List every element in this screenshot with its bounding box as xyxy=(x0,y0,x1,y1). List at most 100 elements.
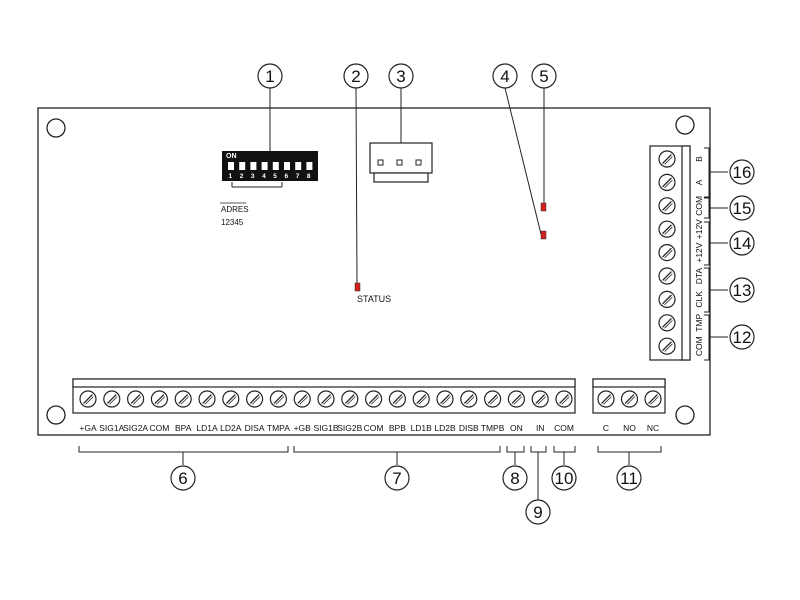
led-5-icon xyxy=(540,202,547,212)
callout-number: 1 xyxy=(265,67,274,86)
dip-toggle-icon xyxy=(272,162,279,170)
callout-15: 15 xyxy=(729,195,755,221)
screw-terminal-icon xyxy=(644,390,662,408)
dip-position-label: 6 xyxy=(285,173,289,180)
screw-terminal-icon xyxy=(412,390,430,408)
terminal-label: SIG1A xyxy=(99,423,124,433)
mounting-hole-icon xyxy=(675,405,695,425)
terminal-label: SIG2A xyxy=(123,423,148,433)
right-terminal-label: A xyxy=(694,179,704,185)
callout-number: 14 xyxy=(733,234,752,253)
callout-6: 6 xyxy=(170,465,196,491)
callout-3: 3 xyxy=(388,63,414,89)
right-terminal-label: COM xyxy=(694,336,704,356)
screw-terminal-icon xyxy=(198,390,216,408)
dip-position-label: 5 xyxy=(273,173,277,180)
terminal-label: DISB xyxy=(459,423,479,433)
mounting-hole-icon xyxy=(46,405,66,425)
terminal-label: ON xyxy=(510,423,523,433)
led-4-icon xyxy=(540,230,547,240)
screw-terminal-icon xyxy=(269,390,287,408)
callout-number: 6 xyxy=(178,469,187,488)
relay-terminal-label: C xyxy=(603,423,609,433)
screw-terminal-icon xyxy=(658,314,676,332)
right-terminal-label: TMP xyxy=(694,314,704,332)
screw-terminal-icon xyxy=(150,390,168,408)
callout-8: 8 xyxy=(502,465,528,491)
dip-toggle-icon xyxy=(284,162,290,170)
screw-terminal-icon xyxy=(222,390,240,408)
address-bits: 12345 xyxy=(221,218,244,227)
dip-position-label: 1 xyxy=(229,173,233,180)
screw-terminal-icon xyxy=(103,390,121,408)
dip-on-label: ON xyxy=(226,153,237,160)
callout-16: 16 xyxy=(729,159,755,185)
screw-terminal-icon xyxy=(531,390,549,408)
terminal-label: DISA xyxy=(245,423,265,433)
terminal-label: SIG2B xyxy=(337,423,362,433)
callout-7: 7 xyxy=(384,465,410,491)
terminal-label: LD2B xyxy=(434,423,456,433)
terminal-label: LD2A xyxy=(220,423,242,433)
callout-1: 1 xyxy=(257,63,283,89)
dip-toggle-icon xyxy=(306,162,313,170)
dip-position-label: 7 xyxy=(296,173,300,180)
dip-toggle-icon xyxy=(250,162,257,170)
screw-terminal-icon xyxy=(658,150,676,168)
callout-number: 15 xyxy=(733,199,752,218)
terminal-label: +GB xyxy=(294,423,312,433)
dip-position-label: 8 xyxy=(307,173,311,180)
callout-number: 8 xyxy=(510,469,519,488)
right-terminal-label: +12V xyxy=(694,242,704,262)
screw-terminal-icon xyxy=(174,390,192,408)
screw-terminal-icon xyxy=(658,173,676,191)
callout-number: 9 xyxy=(533,503,542,522)
dip-toggle-icon xyxy=(261,162,268,170)
header-connector xyxy=(369,142,433,183)
mounting-hole-icon xyxy=(46,118,66,138)
callout-number: 7 xyxy=(392,469,401,488)
status-label: STATUS xyxy=(357,294,391,304)
screw-terminal-icon xyxy=(365,390,383,408)
callout-2: 2 xyxy=(343,63,369,89)
screw-terminal-icon xyxy=(317,390,335,408)
terminal-label: BPB xyxy=(389,423,406,433)
callout-number: 3 xyxy=(396,67,405,86)
terminal-label: LD1B xyxy=(411,423,433,433)
terminal-label: LD1A xyxy=(196,423,218,433)
screw-terminal-icon xyxy=(658,337,676,355)
right-terminal-label: CLK xyxy=(694,291,704,308)
terminal-label: COM xyxy=(364,423,384,433)
callout-5: 5 xyxy=(531,63,557,89)
dip-toggle-icon xyxy=(239,162,246,170)
screw-terminal-icon xyxy=(79,390,97,408)
address-label: ADRES xyxy=(221,205,249,214)
callout-leaders xyxy=(182,87,728,500)
terminal-label: SIG1B xyxy=(313,423,338,433)
screw-terminal-icon xyxy=(658,244,676,262)
terminal-label: TMPA xyxy=(267,423,290,433)
terminal-label: IN xyxy=(536,423,545,433)
right-terminal-label: DTA xyxy=(694,267,704,284)
screw-terminal-icon xyxy=(597,390,615,408)
callout-number: 16 xyxy=(733,163,752,182)
callout-number: 10 xyxy=(555,469,574,488)
relay-terminal-label: NO xyxy=(623,423,636,433)
right-terminal-label: +12V xyxy=(694,219,704,239)
callout-number: 12 xyxy=(733,328,752,347)
callout-12: 12 xyxy=(729,324,755,350)
screw-terminal-icon xyxy=(507,390,526,408)
terminal-label: +GA xyxy=(79,423,97,433)
right-terminal-label: COM xyxy=(694,196,704,216)
screw-terminal-icon xyxy=(555,390,573,408)
callout-9: 9 xyxy=(525,499,551,525)
screw-terminal-icon xyxy=(436,390,454,408)
callout-number: 4 xyxy=(500,67,509,86)
dip-position-label: 2 xyxy=(240,173,244,180)
mounting-hole-icon xyxy=(675,115,695,135)
